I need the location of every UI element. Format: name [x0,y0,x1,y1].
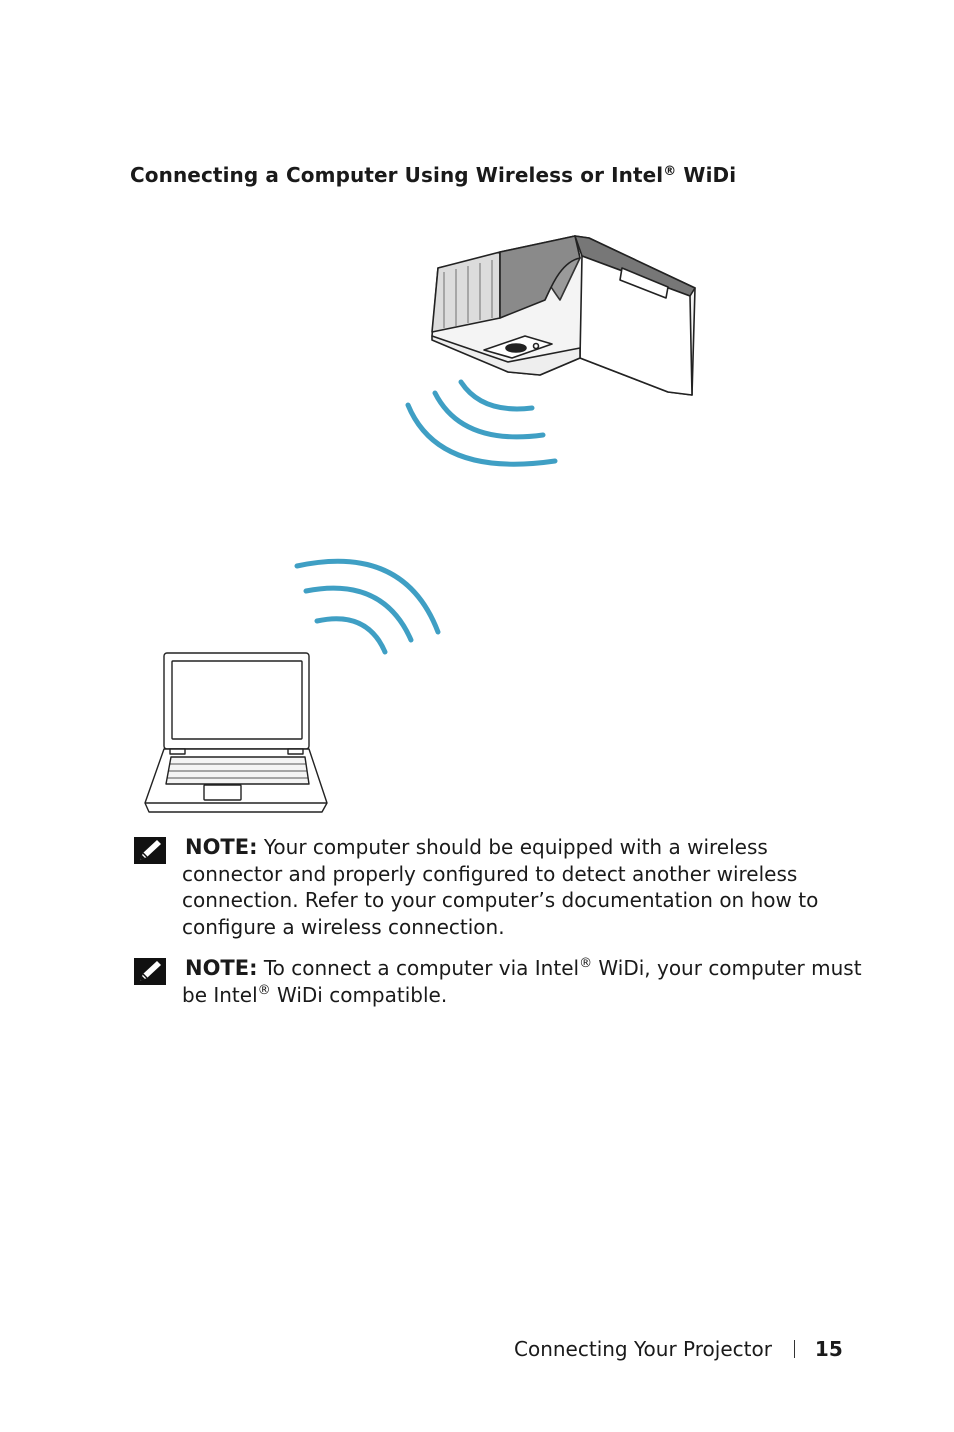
wireless-signal-icon [405,379,558,467]
footer-divider [793,1340,795,1358]
section-heading: Connecting a Computer Using Wireless or … [130,163,736,187]
note-text: NOTE: Your computer should be equipped w… [182,834,870,940]
wireless-connection-illustration [144,235,696,813]
page-number: 15 [814,1337,843,1361]
projector-illustration [431,235,696,396]
wireless-signal-icon [294,558,441,655]
note-label: NOTE: [185,835,258,859]
note-content: Your computer should be equipped with a … [182,835,819,939]
laptop-illustration [144,652,328,813]
note-content-part1: To connect a computer via Intel [257,956,580,980]
pencil-note-icon [134,958,166,985]
footer-section-title: Connecting Your Projector [514,1337,772,1361]
note-content-part3: WiDi compatible. [270,982,448,1007]
registered-mark: ® [257,982,271,998]
page-footer: Connecting Your Projector 15 [514,1337,843,1361]
note-label: NOTE: [185,956,258,980]
heading-tail: WiDi [676,163,737,187]
note-text: NOTE: To connect a computer via Intel® W… [182,955,870,1008]
heading-text: Connecting a Computer Using Wireless or … [130,163,664,187]
pencil-note-icon [134,837,166,864]
registered-mark: ® [579,956,593,971]
registered-mark: ® [663,164,677,179]
note-content-part2: WiDi, your computer must be Intel [182,956,862,1007]
